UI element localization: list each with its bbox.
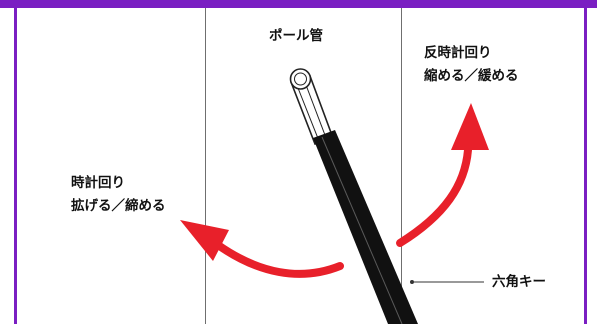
frame-top-border [0, 0, 597, 8]
column-divider-left [205, 8, 206, 324]
ccw-action-text: 縮める／緩める [424, 68, 519, 84]
ccw-direction-text: 反時計回り [424, 45, 492, 61]
frame-left-border [14, 6, 17, 324]
cw-action-text: 拡げる／締める [71, 198, 166, 214]
pole-tube-text: ポール管 [269, 28, 323, 44]
cw-label: 時計回り 拡げる／締める [71, 172, 166, 218]
frame-right-border [584, 6, 587, 324]
frame-corner-bracket-right [40, 0, 58, 6]
hex-key-leader [410, 280, 484, 284]
hex-key-label: 六角キー [492, 271, 546, 294]
cw-direction-text: 時計回り [71, 175, 125, 191]
hex-key-rod [313, 130, 418, 324]
cw-arrow [180, 220, 344, 278]
pole-tube-label: ポール管 [269, 25, 323, 48]
ccw-arrow [396, 103, 489, 247]
column-divider-right [401, 8, 402, 324]
hex-key-text: 六角キー [492, 274, 546, 290]
frame-corner-bracket-left [20, 0, 38, 6]
ccw-label: 反時計回り 縮める／緩める [424, 42, 519, 88]
